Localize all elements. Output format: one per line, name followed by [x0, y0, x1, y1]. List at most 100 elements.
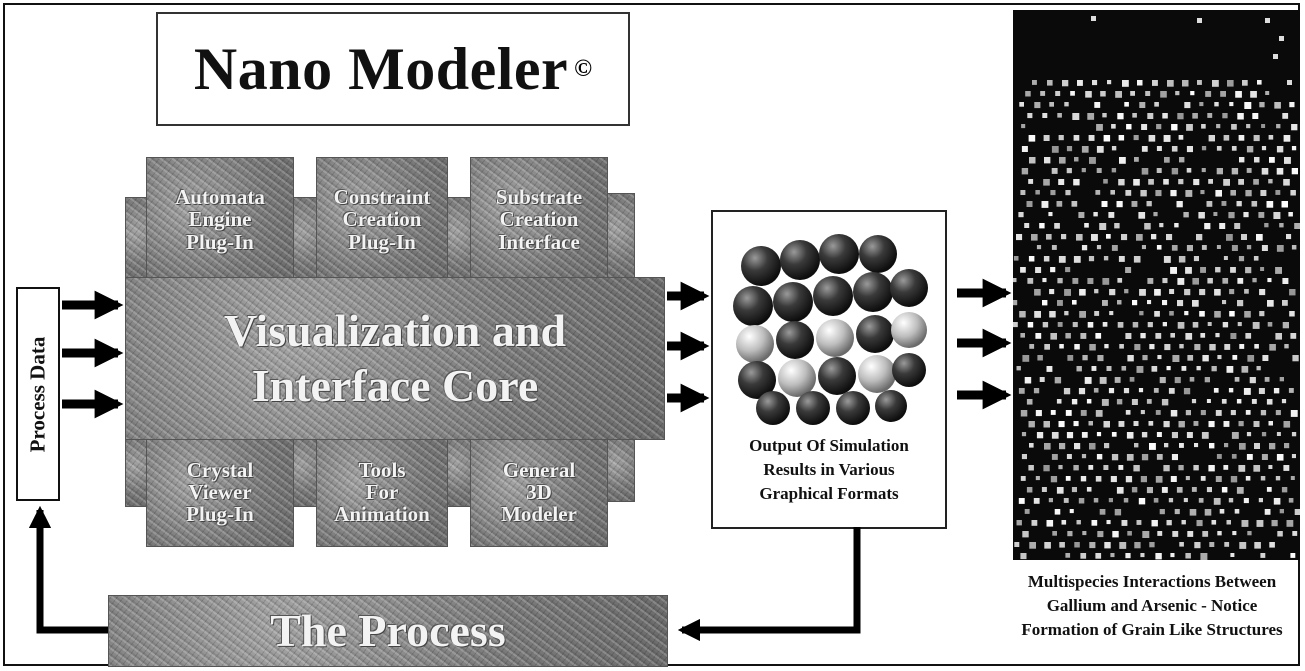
simulation-dot [1125, 190, 1132, 196]
simulation-dot [1131, 487, 1138, 493]
simulation-dot [1239, 157, 1245, 163]
simulation-dot [1046, 234, 1052, 240]
simulation-dot [1089, 542, 1096, 549]
simulation-dot [1177, 113, 1184, 120]
plugin-line: Modeler [501, 502, 577, 527]
simulation-dot [1238, 465, 1246, 472]
simulation-dot [1155, 190, 1162, 197]
simulation-dot [1223, 421, 1230, 427]
simulation-dot [1141, 168, 1149, 175]
simulation-dot [1261, 432, 1267, 437]
simulation-dot [1174, 223, 1179, 228]
simulation-dot [1024, 377, 1032, 384]
simulation-dot [1049, 289, 1055, 295]
simulation-dot [1153, 498, 1159, 503]
simulation-dot [1291, 454, 1296, 459]
simulation-dot [1110, 190, 1115, 195]
output-box: Output Of Simulation Results in Various … [711, 210, 947, 529]
simulation-dot [1094, 311, 1100, 316]
simulation-dot [1153, 212, 1158, 217]
simulation-dot [1095, 553, 1102, 559]
simulation-dot [1097, 355, 1104, 362]
simulation-dot [1201, 245, 1207, 250]
simulation-dot [1207, 113, 1213, 118]
simulation-dot [1189, 509, 1197, 516]
simulation-dot [1039, 377, 1045, 382]
simulation-dot [1214, 102, 1219, 107]
simulation-dot [1066, 168, 1072, 174]
simulation-dot [1118, 256, 1125, 262]
the-process-bar: The Process [108, 595, 668, 667]
simulation-dot [1245, 476, 1251, 481]
simulation-dot [1277, 531, 1283, 537]
simulation-dot [1035, 476, 1040, 481]
simulation-dot [1080, 476, 1087, 482]
simulation-dot [1043, 465, 1050, 472]
simulation-dot [1185, 333, 1193, 340]
simulation-dot [1262, 355, 1269, 361]
simulation-dot [1252, 113, 1259, 119]
simulation-dot [1276, 168, 1284, 175]
simulation-dot [1252, 278, 1257, 283]
simulation-dot [1049, 311, 1056, 318]
simulation-dot [1095, 476, 1102, 482]
simulation-dot [1247, 355, 1255, 362]
simulation-dot [1036, 432, 1044, 439]
simulation-dot [1145, 91, 1151, 96]
simulation-dot [1245, 410, 1251, 415]
simulation-dot [1163, 421, 1170, 428]
simulation-dot [1217, 531, 1222, 536]
simulation-dot [1202, 531, 1209, 537]
simulation-dot [1107, 80, 1112, 85]
simulation-dot [1253, 179, 1259, 185]
simulation-dot [1241, 520, 1249, 527]
simulation-dot [1204, 509, 1212, 516]
simulation-dot [1019, 311, 1026, 318]
simulation-dot [1033, 388, 1040, 394]
plugin-line: Automata [175, 185, 265, 210]
simulation-dot [1136, 520, 1142, 525]
simulation-dot [1040, 91, 1046, 96]
plugin-line: General [502, 457, 576, 482]
plugin-general-3d-modeler: General 3D Modeler [470, 437, 608, 547]
simulation-dot [1164, 443, 1169, 448]
simulation-dot [1258, 388, 1265, 394]
simulation-dot [1289, 289, 1296, 296]
simulation-dot [1260, 553, 1266, 558]
simulation-dot [1041, 487, 1047, 492]
simulation-dot [1204, 377, 1210, 383]
simulation-dot [1213, 212, 1218, 216]
simulation-dot [1294, 509, 1301, 515]
simulation-dot [1226, 520, 1231, 525]
simulation-dot [1132, 322, 1139, 328]
simulation-dot [1065, 190, 1071, 196]
simulation-dot [1111, 124, 1116, 129]
simulation-dot [1160, 91, 1167, 98]
simulation-dot [1058, 135, 1064, 141]
simulation-dot [1130, 91, 1135, 96]
simulation-dot [1116, 201, 1123, 208]
simulation-dot [1253, 135, 1260, 142]
simulation-dot [1176, 201, 1183, 208]
simulation-dot [1079, 289, 1086, 296]
simulation-dot [1073, 256, 1081, 263]
simulation-dot [1178, 256, 1186, 263]
simulation-dot [1141, 454, 1149, 461]
simulation-dot [1174, 377, 1181, 384]
simulation-dot [1106, 234, 1111, 239]
simulation-dot [1126, 454, 1134, 461]
simulation-dot [1228, 388, 1234, 393]
simulation-dot [1101, 399, 1109, 406]
simulation-dot [1230, 476, 1238, 483]
simulation-dot [1065, 476, 1071, 481]
simulation-dot [1171, 146, 1178, 152]
simulation-dot [1267, 278, 1272, 283]
simulation-dot [1261, 124, 1266, 128]
simulation-dot [1029, 157, 1036, 164]
simulation-dot [1028, 256, 1035, 262]
simulation-dot [1147, 322, 1153, 328]
simulation-dot [1197, 80, 1202, 85]
simulation-dot [1157, 355, 1162, 360]
simulation-dot [1182, 80, 1189, 87]
